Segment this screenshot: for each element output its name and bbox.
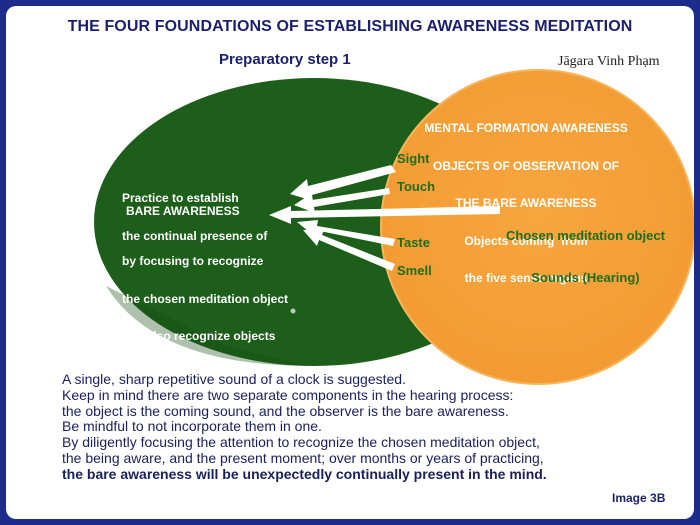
body-line: Keep in mind there are two separate comp…	[62, 386, 514, 403]
bare-awareness-label: BARE AWARENESS	[126, 204, 240, 218]
focus-line: by focusing to recognize	[122, 254, 264, 268]
body-line: By diligently focusing the attention to …	[62, 434, 540, 451]
arrow-sight	[290, 165, 396, 201]
page-title: THE FOUR FOUNDATIONS OF ESTABLISHING AWA…	[67, 18, 633, 35]
arrow-hearing	[269, 206, 500, 224]
body-line-emphasis: the bare awareness will be unexpectedly …	[62, 465, 547, 482]
ellipse-shadow	[106, 286, 311, 366]
body-line: A single, sharp repetitive sound of a cl…	[62, 371, 406, 387]
focus-line: their coming	[122, 404, 195, 418]
sense-sight: Sight	[397, 151, 430, 166]
mental-formation-label: MENTAL FORMATION AWARENESS OBJECTS OF OB…	[401, 97, 651, 310]
body-line: Be mindful to not incorporate them in on…	[62, 418, 322, 435]
body-text: A single, sharp repetitive sound of a cl…	[62, 371, 682, 483]
focus-line: from other sense organs upon	[122, 366, 296, 381]
arrows	[269, 165, 500, 271]
chosen-object-label: Chosen meditation object Sounds (Hearing…	[506, 201, 665, 313]
focus-line: and also recognize objects	[122, 329, 276, 343]
image-number: Image 3B	[612, 491, 666, 505]
mental-line: Objects coming from	[464, 233, 588, 248]
mental-formation-circle	[380, 69, 694, 385]
practice-line: Practice to establish	[122, 191, 239, 205]
sense-touch: Touch	[397, 179, 436, 194]
body-line: the object is the coming sound, and the …	[62, 402, 509, 419]
mental-line: MENTAL FORMATION AWARENESS	[424, 121, 628, 135]
practice-label: Practice to establish the continual pres…	[122, 167, 267, 267]
focus-line: the chosen meditation object	[122, 291, 289, 306]
chosen-line: Sounds (Hearing)	[531, 270, 640, 285]
arrow-touch	[294, 188, 390, 213]
mental-line: the five sense organs	[464, 271, 588, 285]
practice-line: the continual presence of	[122, 228, 268, 243]
diagram	[94, 69, 694, 385]
body-line: the being aware, and the present moment;…	[62, 449, 544, 466]
chosen-line: Chosen meditation object	[506, 228, 665, 243]
arrow-smell	[303, 230, 395, 271]
sense-taste: Taste	[397, 235, 430, 250]
sense-smell: Smell	[397, 263, 432, 278]
focus-label: by focusing to recognize the chosen medi…	[122, 230, 295, 443]
arrow-taste	[297, 220, 395, 246]
mental-line: OBJECTS OF OBSERVATION OF	[432, 158, 620, 173]
author-name: Jāgara Vinh Phạm	[558, 54, 660, 69]
slide: THE FOUR FOUNDATIONS OF ESTABLISHING AWA…	[6, 6, 694, 519]
dot	[290, 308, 296, 314]
subtitle: Preparatory step 1	[219, 51, 351, 68]
mental-line: THE BARE AWARENESS	[455, 196, 597, 210]
